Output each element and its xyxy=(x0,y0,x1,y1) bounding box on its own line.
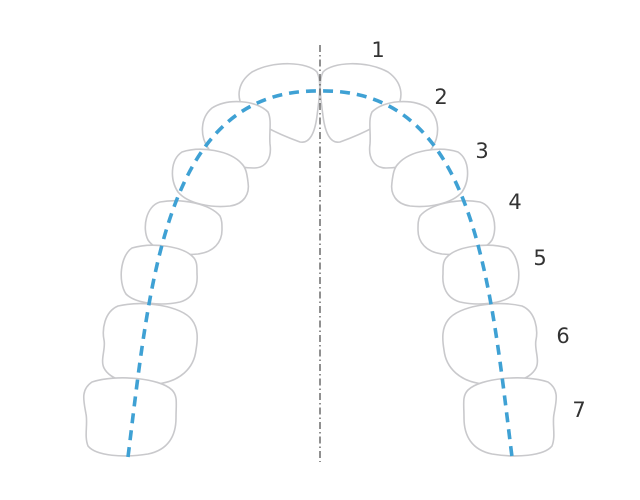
right-teeth xyxy=(319,62,558,457)
tooth-number-4: 4 xyxy=(508,190,521,214)
left-tooth-6 xyxy=(101,302,198,386)
tooth-number-3: 3 xyxy=(475,139,488,163)
right-tooth-6 xyxy=(442,302,539,386)
tooth-number-1: 1 xyxy=(371,38,384,62)
left-tooth-7 xyxy=(82,377,178,457)
tooth-number-7: 7 xyxy=(572,398,585,422)
right-tooth-7 xyxy=(462,377,558,457)
right-tooth-5 xyxy=(442,244,520,305)
left-teeth xyxy=(82,62,321,457)
left-tooth-5 xyxy=(120,244,198,305)
tooth-number-6: 6 xyxy=(556,324,569,348)
tooth-number-2: 2 xyxy=(434,85,447,109)
tooth-number-5: 5 xyxy=(533,246,546,270)
